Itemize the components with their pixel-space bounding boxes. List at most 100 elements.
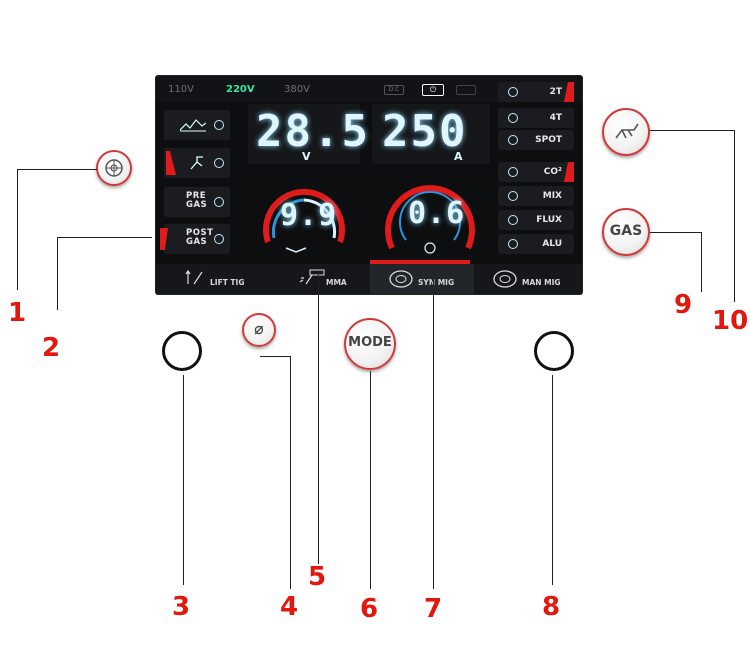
callout-8: 8 — [542, 592, 561, 622]
gas-alu-led — [508, 239, 518, 249]
right-knob[interactable] — [534, 331, 574, 371]
mode-man-mig-label: MAN MIG — [522, 278, 561, 287]
arc-force-button[interactable] — [164, 110, 230, 140]
arc-force-led — [214, 120, 224, 130]
callout-9: 9 — [674, 290, 693, 320]
button-ring — [96, 150, 132, 186]
post-gas-button[interactable]: POST GAS — [160, 224, 230, 254]
voltage-readout: 28.5 V — [248, 104, 368, 164]
indicator-box — [456, 85, 476, 95]
mode-syn-mig[interactable]: SYN MIG — [370, 264, 474, 294]
inductance-gauge — [263, 188, 345, 253]
gas-flux-label: FLUX — [536, 215, 562, 225]
leader-line-9 — [701, 232, 702, 292]
electrode-holder-icon — [299, 269, 325, 285]
callout-6: 6 — [360, 594, 379, 624]
active-flag — [564, 162, 574, 182]
leader-line-3 — [183, 375, 184, 585]
mode-button-label: MODE — [348, 335, 392, 350]
left-knob[interactable] — [162, 331, 202, 371]
button-ring — [344, 318, 396, 370]
tig-torch-icon — [185, 269, 203, 285]
mode-syn-mig-label: SYN MIG — [418, 278, 455, 287]
button-ring — [602, 108, 650, 156]
gas-alu-label: ALU — [542, 239, 562, 249]
mode-man-mig[interactable]: MAN MIG — [476, 264, 580, 294]
active-flag — [166, 151, 176, 175]
leader-line-4 — [290, 356, 291, 589]
power-icon: ⏻ — [422, 84, 444, 96]
wire-spool-icon — [493, 270, 517, 288]
left-gauge-value: 9.9 — [280, 198, 338, 233]
gas-mix-led — [508, 191, 518, 201]
voltage-110-indicator: 110V — [168, 84, 194, 95]
gas-mix-label: MIX — [542, 191, 562, 201]
post-gas-led — [214, 234, 224, 244]
voltage-380-indicator: 380V — [284, 84, 310, 95]
gas-flux-led — [508, 215, 518, 225]
torch-icon — [190, 156, 203, 170]
right-gauge-value: 0.6 — [408, 196, 466, 231]
current-unit: A — [454, 150, 463, 163]
callout-1: 1 — [8, 298, 27, 328]
mode-spot-button[interactable]: SPOT — [498, 130, 574, 150]
mode-4t-label: 4T — [549, 113, 562, 123]
gas-flux-button[interactable]: FLUX — [498, 210, 574, 230]
gas-button[interactable]: GAS — [602, 208, 650, 256]
leader-line-1 — [17, 169, 18, 290]
voltage-unit: V — [302, 150, 311, 163]
leader-line-10 — [734, 130, 735, 302]
gas-button-label: GAS — [609, 223, 643, 239]
leader-line-2 — [57, 237, 58, 310]
waveform-icon — [180, 119, 206, 132]
callout-7: 7 — [424, 594, 443, 624]
button-ring — [242, 313, 276, 347]
diameter-button[interactable]: ⌀ — [242, 313, 276, 347]
voltage-220-indicator: 220V — [226, 84, 255, 95]
mode-bar: LIFT TIG MMA SYN MIG MAN MIG — [156, 264, 582, 294]
callout-5: 5 — [308, 562, 327, 592]
current-value: 250 — [382, 106, 468, 157]
leader-line-9 — [650, 232, 702, 233]
mode-spot-label: SPOT — [535, 135, 562, 145]
mode-lift-tig[interactable]: LIFT TIG — [158, 264, 262, 294]
wire-spool-icon — [389, 270, 413, 288]
leader-line-4 — [260, 356, 290, 357]
gas-co2-button[interactable]: CO² — [498, 162, 574, 182]
control-panel-display: 110V 220V 380V D.C ⏻ PRE GAS POST GAS 28… — [156, 76, 582, 294]
gas-mix-button[interactable]: MIX — [498, 186, 574, 206]
mode-4t-button[interactable]: 4T — [498, 108, 574, 128]
pre-gas-label: PRE GAS — [186, 191, 208, 210]
callout-10: 10 — [712, 306, 749, 336]
mode-mma-label: MMA — [326, 278, 347, 287]
mode-2t-label: 2T — [549, 87, 562, 97]
leader-line-10 — [650, 130, 735, 131]
wire-speed-gauge — [385, 185, 475, 254]
wire-spool-icon — [105, 159, 123, 177]
gas-co2-label: CO² — [543, 167, 562, 177]
active-mode-indicator — [370, 260, 470, 265]
mig-torch-icon — [615, 123, 639, 139]
mode-2t-button[interactable]: 2T — [498, 82, 574, 102]
mode-2t-led — [508, 87, 518, 97]
mode-button[interactable]: MODE — [344, 318, 396, 370]
post-gas-label: POST GAS — [186, 228, 214, 247]
burnback-button[interactable] — [164, 148, 230, 178]
mode-spot-led — [508, 135, 518, 145]
gas-check-button[interactable] — [602, 108, 650, 156]
leader-line-5 — [318, 272, 319, 564]
callout-2: 2 — [42, 333, 61, 363]
mode-4t-led — [508, 113, 518, 123]
mode-lift-tig-label: LIFT TIG — [210, 278, 245, 287]
current-readout: 250 A — [372, 104, 490, 164]
burnback-led — [214, 158, 224, 168]
mode-mma[interactable]: MMA — [264, 264, 368, 294]
gas-alu-button[interactable]: ALU — [498, 234, 574, 254]
button-ring — [602, 208, 650, 256]
dc-indicator: D.C — [384, 85, 404, 95]
callout-3: 3 — [172, 592, 191, 622]
wire-feed-button[interactable] — [96, 150, 132, 186]
leader-line-6 — [370, 371, 371, 589]
pre-gas-button[interactable]: PRE GAS — [164, 187, 230, 217]
gas-co2-led — [508, 167, 518, 177]
